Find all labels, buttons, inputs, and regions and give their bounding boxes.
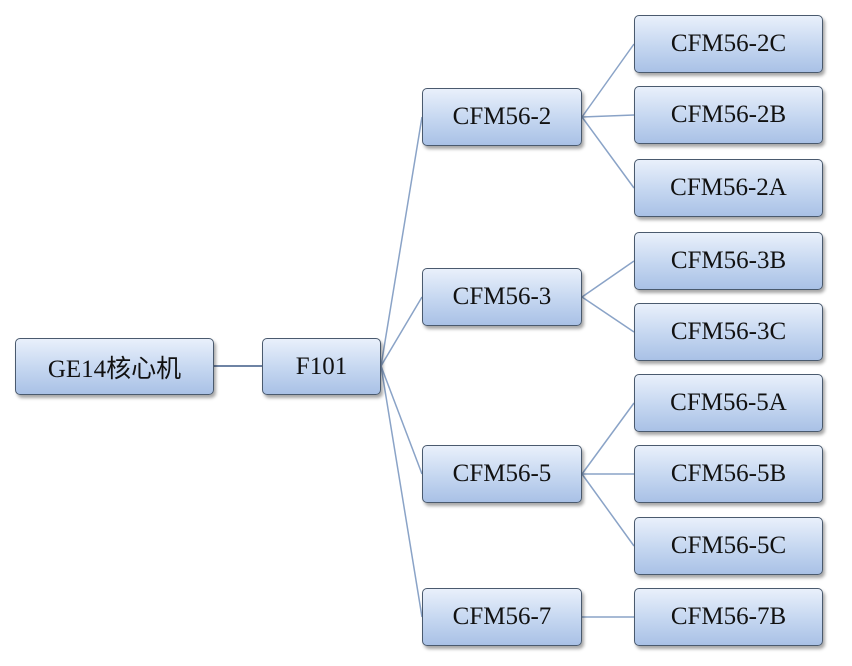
link-cfm56-5-5c (581, 473, 635, 547)
link-cfm56-2-2b (581, 114, 635, 118)
node-cfm56-2b: CFM56-2B (634, 86, 823, 144)
link-f101-cfm56-3 (380, 296, 423, 367)
link-cfm56-2-2a (581, 116, 635, 189)
node-cfm56-7: CFM56-7 (422, 588, 582, 646)
link-cfm56-3-3b (581, 260, 635, 298)
link-cfm56-3-3c (581, 296, 635, 333)
link-cfm56-5-5a (581, 402, 635, 475)
node-root: GE14核心机 (15, 338, 214, 395)
link-f101-cfm56-2 (380, 116, 423, 367)
node-cfm56-2c: CFM56-2C (634, 15, 823, 73)
node-cfm56-3b: CFM56-3B (634, 232, 823, 290)
node-cfm56-3c: CFM56-3C (634, 303, 823, 361)
link-cfm56-2-2c (581, 43, 635, 118)
node-cfm56-2: CFM56-2 (422, 88, 582, 146)
node-f101: F101 (262, 338, 381, 395)
link-f101-cfm56-7 (380, 365, 423, 618)
link-f101-cfm56-5 (380, 365, 423, 475)
node-cfm56-5c: CFM56-5C (634, 517, 823, 575)
node-cfm56-5: CFM56-5 (422, 445, 582, 503)
node-cfm56-5b: CFM56-5B (634, 445, 823, 503)
node-cfm56-3: CFM56-3 (422, 268, 582, 326)
node-cfm56-2a: CFM56-2A (634, 159, 823, 217)
node-cfm56-5a: CFM56-5A (634, 374, 823, 432)
node-cfm56-7b: CFM56-7B (634, 588, 823, 646)
